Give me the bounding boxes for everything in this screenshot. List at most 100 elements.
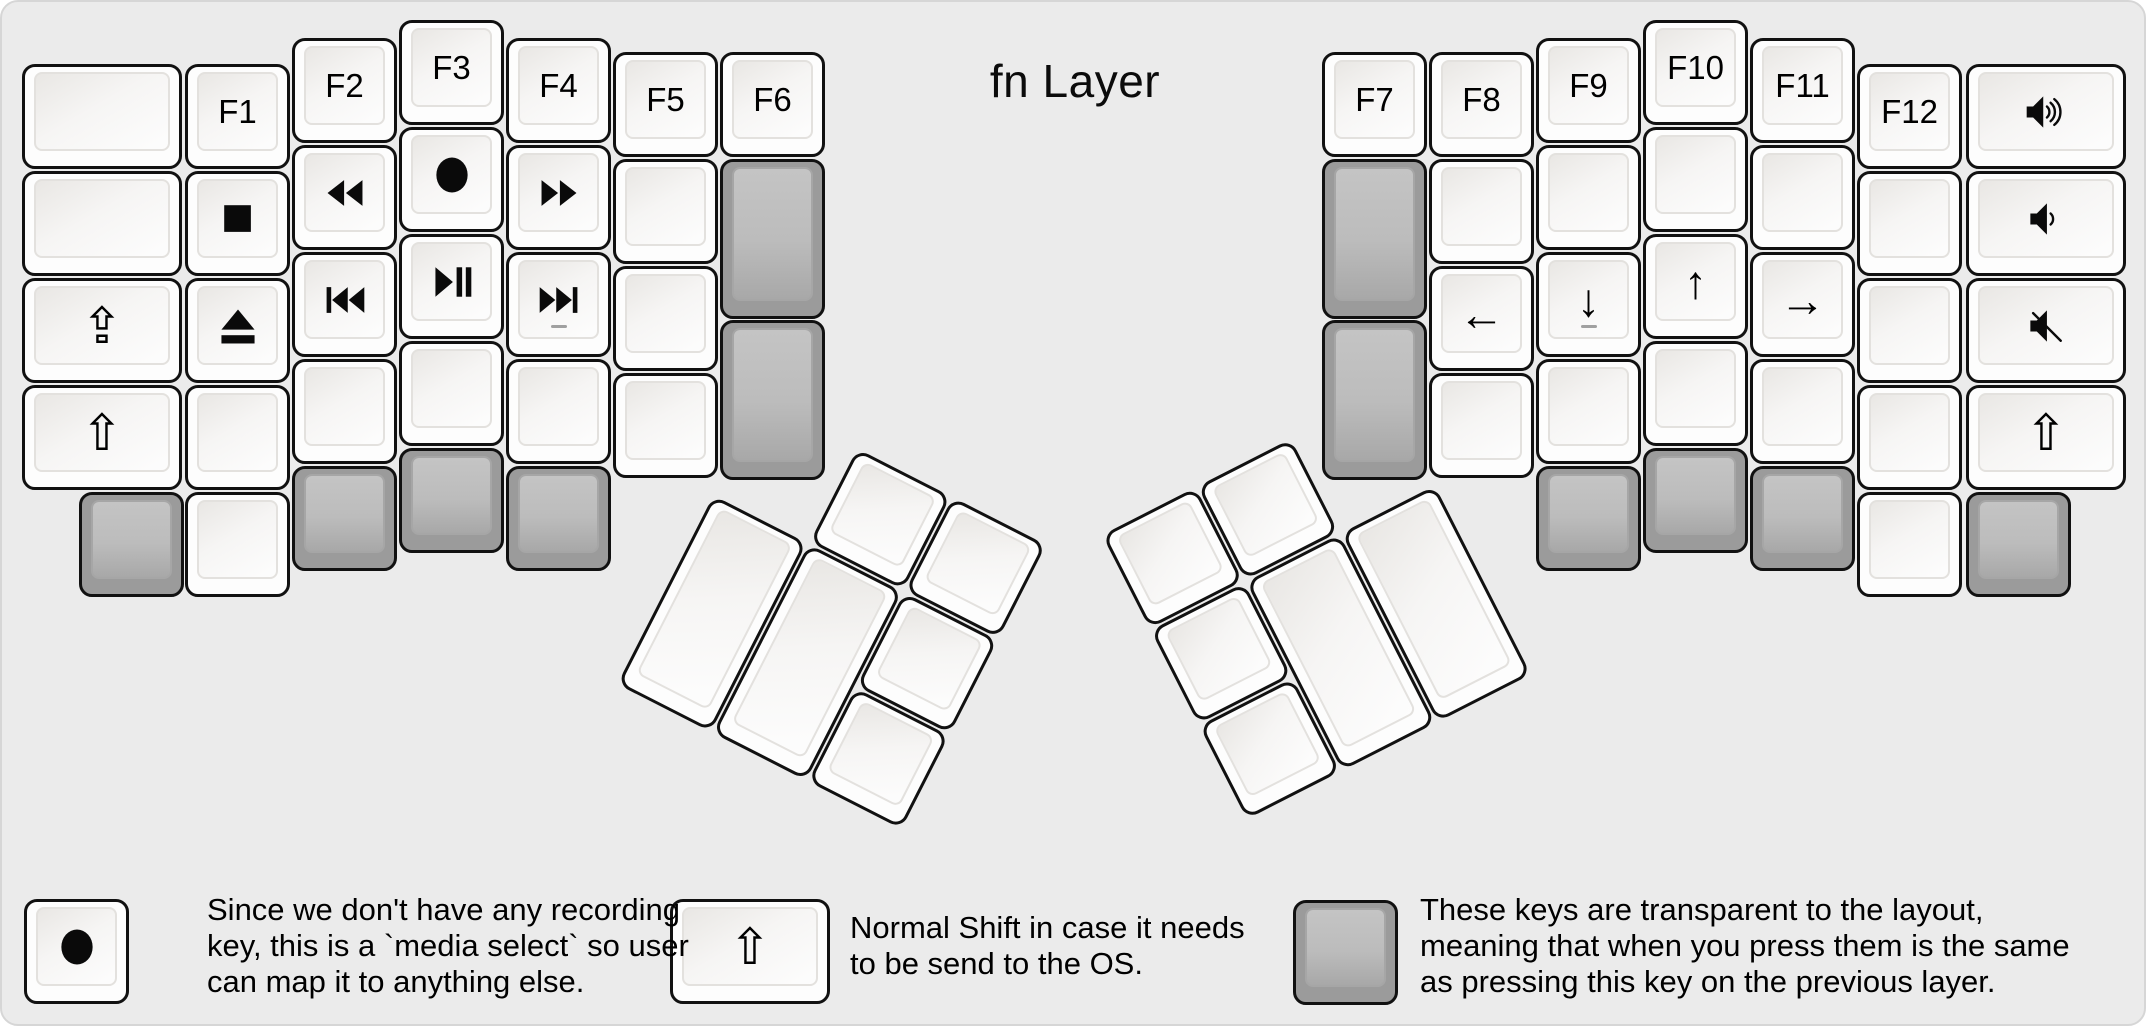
keycap-surface	[1869, 500, 1950, 579]
keycap-surface: F2	[304, 46, 385, 125]
key-blank	[185, 385, 290, 490]
key-f4: F4	[506, 38, 611, 143]
key-f11: F11	[1750, 38, 1855, 143]
key-label: ⇪	[81, 297, 123, 354]
legend-key-transparent	[1293, 900, 1398, 1005]
legend-key-shift: ⇧	[670, 899, 830, 1004]
keycap-surface: ⇪	[34, 286, 170, 365]
key-record	[399, 127, 504, 232]
keycap-surface	[411, 456, 492, 535]
keycap-surface	[1116, 499, 1225, 608]
volume-up-icon	[2023, 89, 2069, 135]
keycap-surface	[1548, 474, 1629, 553]
record-icon	[429, 152, 475, 198]
key-label: F11	[1775, 67, 1830, 104]
keycap-surface	[34, 72, 170, 151]
key-blank	[1857, 492, 1962, 597]
keycap-surface: F5	[625, 60, 706, 139]
key-blank	[22, 171, 182, 276]
key-mute	[1966, 278, 2126, 383]
key-blank	[506, 359, 611, 464]
keycap-surface	[304, 153, 385, 232]
key-arrow-right: →	[1750, 252, 1855, 357]
key-transparent	[720, 320, 825, 480]
legend-key-media-select	[24, 899, 129, 1004]
keycap-surface: ←	[1441, 274, 1522, 353]
keycap-surface: F9	[1548, 46, 1629, 125]
key-label: ⇧	[2025, 404, 2067, 461]
keycap-surface	[1978, 286, 2114, 365]
key-blank	[185, 492, 290, 597]
keycap-surface	[828, 461, 937, 569]
key-blank	[1429, 373, 1534, 478]
key-label: F5	[646, 81, 685, 118]
key-transparent	[1322, 320, 1427, 480]
keycap-surface	[1978, 500, 2059, 579]
keycap-surface	[1441, 167, 1522, 246]
keycap-surface	[1655, 135, 1736, 214]
key-blank	[1857, 171, 1962, 276]
key-fast-forward	[506, 145, 611, 250]
prev-track-icon	[322, 277, 368, 323]
keycap-surface: F6	[732, 60, 813, 139]
keycap-surface: F10	[1655, 28, 1736, 107]
key-volume-up	[1966, 64, 2126, 169]
key-transparent	[79, 492, 184, 597]
key-blank	[1536, 145, 1641, 250]
keycap-surface	[197, 393, 278, 472]
key-label: F10	[1667, 49, 1724, 86]
keycap-surface	[518, 153, 599, 232]
key-label: ↓	[1577, 273, 1600, 326]
key-f1: F1	[185, 64, 290, 169]
keycap-surface	[1334, 328, 1415, 462]
keycap-surface	[1869, 179, 1950, 258]
keycap-surface	[1762, 367, 1843, 446]
key-volume-down	[1966, 171, 2126, 276]
keycap-surface: ↓	[1548, 260, 1629, 339]
key-blank	[1750, 145, 1855, 250]
fast-forward-icon	[536, 170, 582, 216]
key-f10: F10	[1643, 20, 1748, 125]
key-label: →	[1779, 273, 1826, 326]
keycap-surface	[197, 286, 278, 365]
layer-title: fn Layer	[989, 55, 1161, 107]
key-transparent	[506, 466, 611, 571]
keycap-surface	[1548, 367, 1629, 446]
keycap-surface	[1211, 451, 1320, 559]
key-label: ←	[1458, 287, 1505, 340]
keycap-surface: ↑	[1655, 242, 1736, 321]
keycap-surface	[732, 167, 813, 301]
key-caps-lock: ⇪	[22, 278, 182, 383]
key-transparent	[1750, 466, 1855, 571]
keycap-surface	[1869, 286, 1950, 365]
keycap-surface	[1655, 349, 1736, 428]
keycap-surface	[1441, 381, 1522, 460]
keycap-surface	[411, 242, 492, 321]
keycap-surface	[34, 179, 170, 258]
key-shift: ⇧	[1966, 385, 2126, 490]
key-f3: F3	[399, 20, 504, 125]
key-f6: F6	[720, 52, 825, 157]
key-blank	[1750, 359, 1855, 464]
key-blank	[613, 159, 718, 264]
next-track-icon	[536, 277, 582, 323]
keycap-surface: ⇧	[1978, 393, 2114, 472]
mute-icon	[2023, 303, 2069, 349]
keycap-surface	[411, 135, 492, 214]
keycap-surface: F4	[518, 46, 599, 125]
key-transparent	[1536, 466, 1641, 571]
key-arrow-up: ↑	[1643, 234, 1748, 339]
keycap-surface	[518, 474, 599, 553]
keycap-surface	[625, 381, 706, 460]
keycap-surface	[518, 367, 599, 446]
keycap-surface	[304, 474, 385, 553]
keycap-surface	[197, 500, 278, 579]
key-blank	[399, 341, 504, 446]
key-blank	[613, 266, 718, 371]
key-blank	[22, 64, 182, 169]
keycap-surface: F3	[411, 28, 492, 107]
key-transparent	[1643, 448, 1748, 553]
key-blank	[292, 359, 397, 464]
key-transparent	[1322, 159, 1427, 319]
